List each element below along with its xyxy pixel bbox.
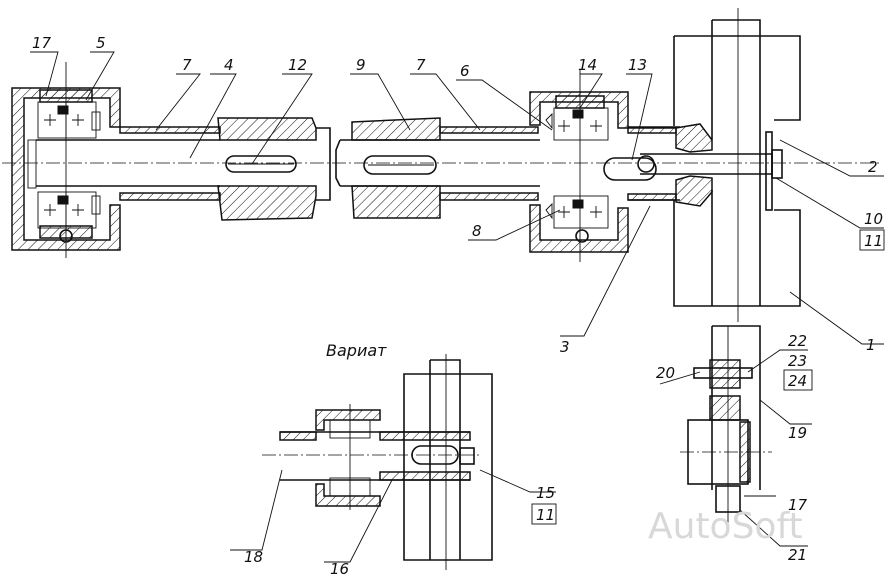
variant-label: Вариат <box>326 341 387 360</box>
callout-8: 8 <box>472 222 482 240</box>
callout-13: 13 <box>628 56 647 74</box>
callout-18: 18 <box>244 548 263 566</box>
callout-21: 21 <box>788 546 807 564</box>
callout-17: 17 <box>32 34 52 52</box>
watermark: AutoSoft <box>648 506 803 547</box>
callout-9: 9 <box>356 56 366 74</box>
callout-7: 7 <box>182 56 192 74</box>
callout-23: 23 <box>788 352 807 370</box>
callout-10: 10 <box>864 210 883 228</box>
callout-labels: 17 5 7 4 12 9 7 6 14 13 2 10 11 8 3 1 22… <box>32 34 885 578</box>
variant-view <box>262 354 493 570</box>
right-bearing-housing <box>529 70 629 262</box>
wall-mount <box>673 8 801 322</box>
callout-14: 14 <box>578 56 597 74</box>
callout-3: 3 <box>560 338 570 356</box>
main-view <box>2 8 880 322</box>
left-bearing-housing <box>11 62 121 258</box>
callout-2: 2 <box>868 158 878 176</box>
callout-17-detail: 17 <box>788 496 808 514</box>
callout-15: 15 <box>536 484 555 502</box>
callout-4: 4 <box>224 56 234 74</box>
middle-shaft-section <box>335 117 540 219</box>
shaft-end-coupling <box>603 123 783 211</box>
side-detail-view <box>680 325 772 530</box>
callout-16: 16 <box>330 560 349 578</box>
leader-lines <box>30 51 884 563</box>
callout-6: 6 <box>460 62 470 80</box>
callout-7-mid: 7 <box>416 56 426 74</box>
left-shaft-section <box>36 117 331 221</box>
callout-24: 24 <box>788 372 807 390</box>
callout-20: 20 <box>656 364 675 382</box>
callout-5: 5 <box>96 34 106 52</box>
callout-22: 22 <box>788 332 807 350</box>
callout-11-main: 11 <box>864 232 883 250</box>
callout-19: 19 <box>788 424 807 442</box>
callout-11-variant: 11 <box>536 506 555 524</box>
callout-12: 12 <box>288 56 307 74</box>
callout-1: 1 <box>866 336 876 354</box>
